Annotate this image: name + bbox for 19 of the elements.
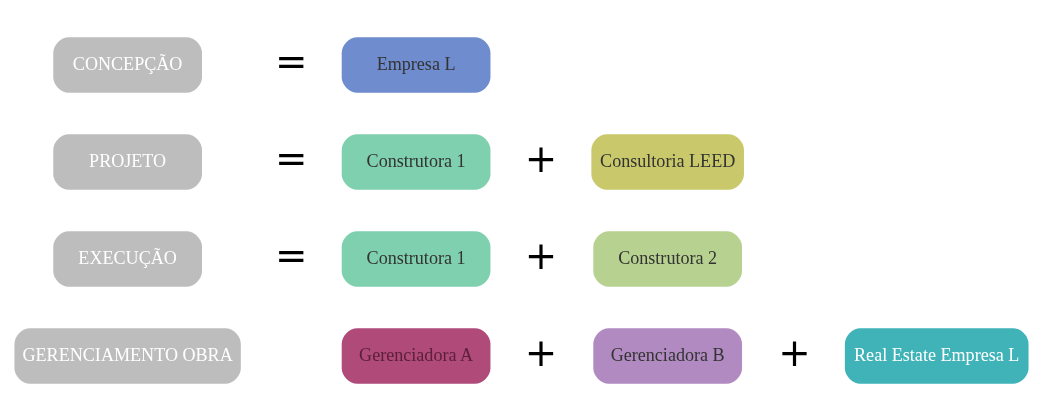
label: = bbox=[275, 232, 308, 278]
node-box: Empresa L bbox=[341, 36, 491, 93]
node-box: Gerenciadora A bbox=[341, 327, 491, 384]
node-box: Consultoria LEED bbox=[591, 133, 744, 190]
label: + bbox=[524, 329, 558, 375]
node-box: CONCEPÇÃO bbox=[53, 36, 202, 93]
node-box: Gerenciadora B bbox=[593, 327, 743, 384]
label: = bbox=[275, 38, 308, 84]
node-box: Construtora 2 bbox=[593, 230, 743, 287]
node-box: Construtora 1 bbox=[341, 230, 491, 287]
node-box: PROJETO bbox=[53, 133, 202, 190]
label: = bbox=[275, 135, 308, 181]
node-box: Real Estate Empresa L bbox=[844, 327, 1029, 384]
label: + bbox=[524, 232, 558, 278]
node-box: GERENCIAMENTO OBRA bbox=[14, 327, 241, 384]
node-box: EXECUÇÃO bbox=[53, 230, 202, 287]
node-box: Construtora 1 bbox=[341, 133, 491, 190]
label: + bbox=[524, 135, 558, 181]
label: + bbox=[778, 329, 811, 375]
